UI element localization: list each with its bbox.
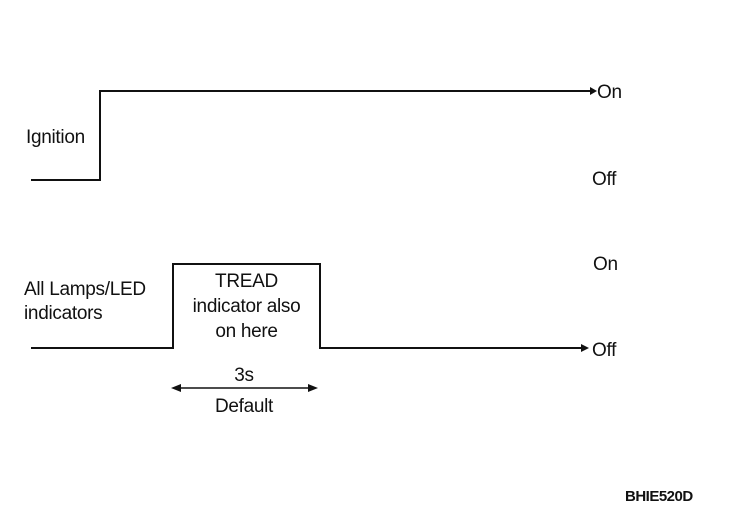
ignition-label: Ignition xyxy=(26,127,85,148)
duration-caption: Default xyxy=(214,396,274,417)
lamps-on-label: On xyxy=(593,254,618,275)
duration-arrowhead-right xyxy=(308,384,318,392)
lamps-label-line1: All Lamps/LED xyxy=(24,279,146,300)
ignition-waveform xyxy=(31,90,590,181)
duration-arrowhead-left xyxy=(171,384,181,392)
pulse-note-line1: TREAD xyxy=(215,271,278,292)
lamps-off-label: Off xyxy=(592,340,617,361)
lamps-arrowhead xyxy=(581,344,589,352)
reference-code: BHIE520D xyxy=(625,488,693,505)
lamps-label-line2: indicators xyxy=(24,303,103,324)
duration-value: 3s xyxy=(234,365,254,386)
ignition-arrowhead xyxy=(590,87,597,95)
ignition-off-label: Off xyxy=(592,169,617,190)
pulse-note-line2: indicator also xyxy=(192,296,301,317)
pulse-note-line3: on here xyxy=(215,321,278,342)
lamps-waveform xyxy=(31,263,581,349)
ignition-on-label: On xyxy=(597,82,622,103)
